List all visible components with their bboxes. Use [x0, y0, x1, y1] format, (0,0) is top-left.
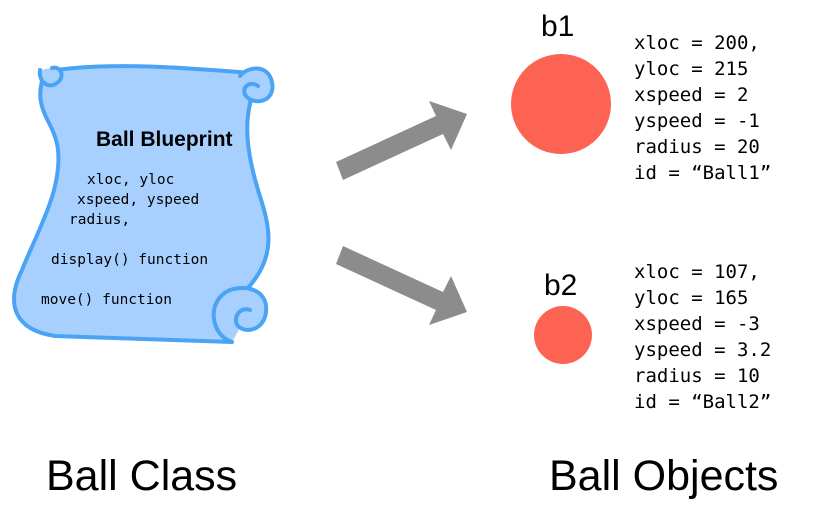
arrow-to-b2-icon	[336, 246, 467, 325]
scroll-top-roll	[37, 65, 64, 88]
b1-prop-yloc: yloc = 215	[634, 58, 749, 80]
blueprint-line-position: xloc, yloc	[87, 172, 175, 188]
b2-prop-yloc: yloc = 165	[634, 287, 749, 309]
blueprint-title: Ball Blueprint	[96, 128, 233, 151]
b1-prop-radius: radius = 20	[634, 136, 760, 158]
ball-class-caption: Ball Class	[46, 452, 238, 500]
object-b1-properties: xloc = 200, yloc = 215 xspeed = 2 yspeed…	[634, 30, 771, 186]
ball-objects-caption: Ball Objects	[549, 452, 779, 500]
blueprint-line-move: move() function	[41, 292, 172, 308]
b2-prop-radius: radius = 10	[634, 365, 760, 387]
b1-prop-xspeed: xspeed = 2	[634, 84, 749, 106]
b1-prop-id: id = “Ball1”	[634, 162, 772, 184]
object-b1-name: b1	[541, 10, 575, 43]
blueprint-line-speed: xspeed, yspeed	[77, 192, 200, 208]
object-b2-properties: xloc = 107, yloc = 165 xspeed = -3 yspee…	[634, 259, 771, 415]
ball-b1-icon	[511, 54, 611, 154]
b1-prop-xloc: xloc = 200,	[634, 32, 760, 54]
scroll-top-curl	[238, 66, 275, 104]
b2-prop-yspeed: yspeed = 3.2	[634, 339, 772, 361]
b2-prop-xspeed: xspeed = -3	[634, 313, 760, 335]
arrow-to-b1-icon	[336, 101, 467, 180]
b2-prop-xloc: xloc = 107,	[634, 261, 760, 283]
b2-prop-id: id = “Ball2”	[634, 391, 772, 413]
ball-b2-icon	[534, 306, 592, 364]
blueprint-line-radius: radius,	[69, 212, 131, 228]
blueprint-line-display: display() function	[51, 252, 209, 268]
b1-prop-yspeed: yspeed = -1	[634, 110, 760, 132]
scroll-bottom-curl	[211, 286, 269, 344]
object-b2-name: b2	[544, 269, 578, 302]
